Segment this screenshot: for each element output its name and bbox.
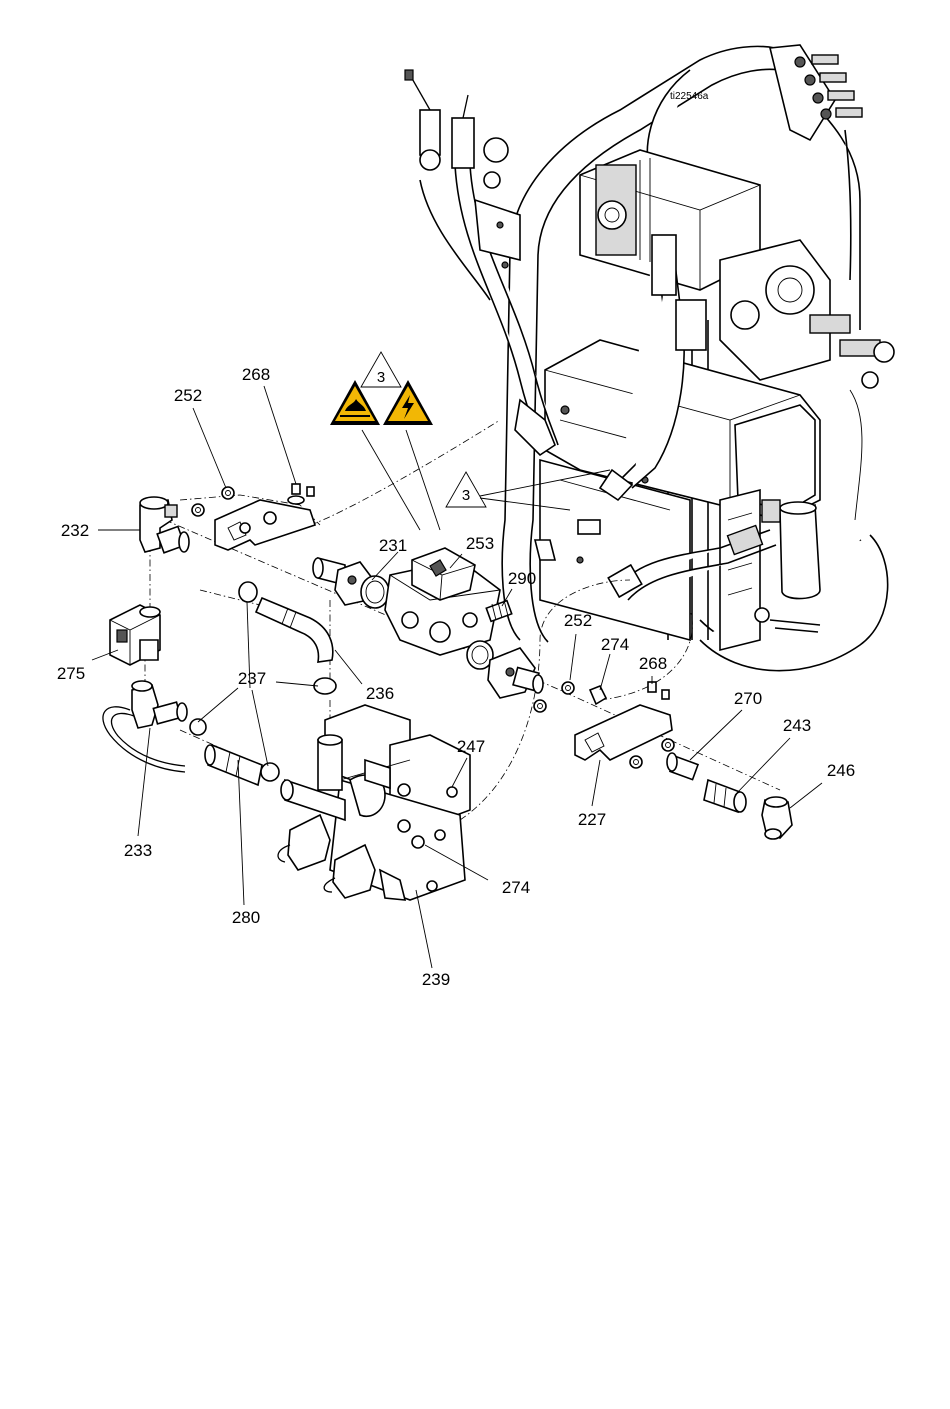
svg-text:3: 3: [462, 487, 470, 504]
callout-label: 252: [174, 386, 202, 405]
hose-manifold-panel: [770, 45, 862, 140]
callout-label: 231: [379, 536, 407, 555]
callout-label: 275: [57, 664, 85, 683]
svg-text:3: 3: [377, 369, 385, 386]
part-lower-manifold: [278, 705, 470, 900]
part-tee-fitting: [103, 681, 187, 772]
callout-label: 290: [508, 569, 536, 588]
callout-label: 236: [366, 684, 394, 703]
figure-reference-code: ti22546a: [670, 91, 709, 102]
part-upper-bracket: [192, 484, 315, 550]
callout-label: 247: [457, 737, 485, 756]
callout-label: 274: [502, 878, 530, 897]
part-flanged-fitting: [313, 558, 389, 608]
callout-label: 246: [827, 761, 855, 780]
filter-canister: [762, 500, 820, 599]
callout-label: 253: [466, 534, 494, 553]
callout-label: 239: [422, 970, 450, 989]
part-solenoid-valve: [110, 605, 160, 665]
callout-label: 243: [783, 716, 811, 735]
note-triangle-top: 3: [361, 352, 440, 530]
callout-label: 233: [124, 841, 152, 860]
part-inline-fittings: [667, 753, 792, 839]
callout-label: 268: [639, 654, 667, 673]
part-outlet-flange: [488, 648, 574, 712]
part-valve-block: [385, 548, 500, 669]
callout-label: 268: [242, 365, 270, 384]
callout-label: 252: [564, 611, 592, 630]
callout-label: 270: [734, 689, 762, 708]
callout-label: 280: [232, 908, 260, 927]
callout-label: 227: [578, 810, 606, 829]
part-elbow-fitting: [140, 497, 189, 553]
callout-label: 237: [238, 669, 266, 688]
callout-label: 274: [601, 635, 629, 654]
callout-label: 232: [61, 521, 89, 540]
